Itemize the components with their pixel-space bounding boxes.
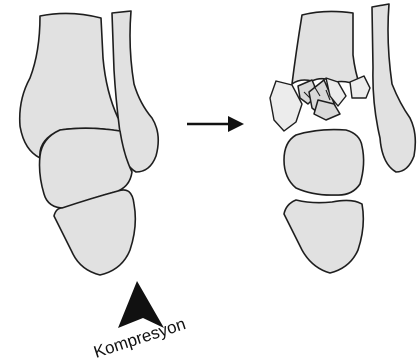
fractured-tibia-shaft bbox=[292, 11, 360, 86]
fracture-fragment-medial bbox=[270, 81, 302, 131]
fractured-calcaneus bbox=[284, 200, 363, 273]
compression-arrowhead-icon bbox=[118, 281, 164, 328]
fractured-ankle bbox=[270, 4, 415, 273]
fractured-talus bbox=[284, 130, 364, 196]
fractured-fibula bbox=[372, 4, 415, 172]
compression-label: Kompresyon bbox=[91, 314, 188, 362]
intact-ankle: Kompresyon bbox=[20, 11, 188, 362]
right-arrow-icon bbox=[187, 116, 244, 132]
